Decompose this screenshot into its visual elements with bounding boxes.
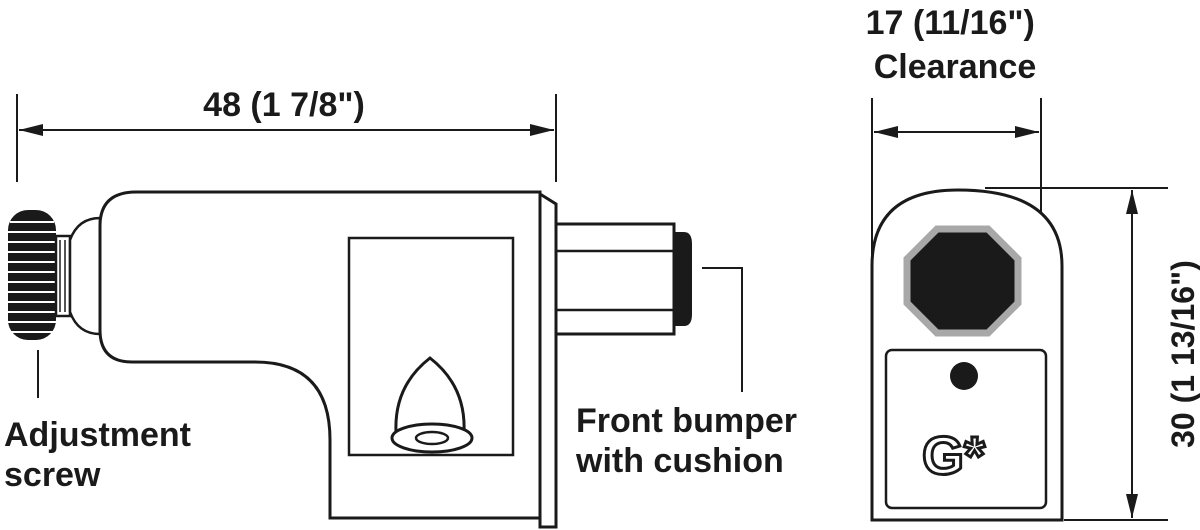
height-dimension-label: 30 (1 13/16") xyxy=(1165,260,1200,448)
front-bumper xyxy=(554,222,692,336)
octagonal-socket xyxy=(903,225,1022,337)
adjustment-screw-label: Adjustment screw xyxy=(4,416,200,494)
label-plate xyxy=(884,348,1048,510)
front-view: 17 (11/16") Clearance G* 30 (1 13/16") xyxy=(866,4,1200,522)
drop-shaped-indicator xyxy=(390,356,474,454)
length-dimension-label: 48 (1 7/8") xyxy=(203,86,365,124)
adjustment-screw-knob xyxy=(8,210,102,340)
bumper-leader-line xyxy=(702,267,743,392)
side-view: 48 (1 7/8") xyxy=(4,86,806,529)
brand-logo: G* xyxy=(922,426,985,486)
front-plate xyxy=(538,191,558,529)
bumper-cushion xyxy=(674,232,692,326)
front-bumper-label: Front bumper with cushion xyxy=(575,402,806,480)
indicator-dot xyxy=(950,362,978,390)
clearance-dimension-label: 17 (11/16") Clearance xyxy=(866,4,1045,86)
